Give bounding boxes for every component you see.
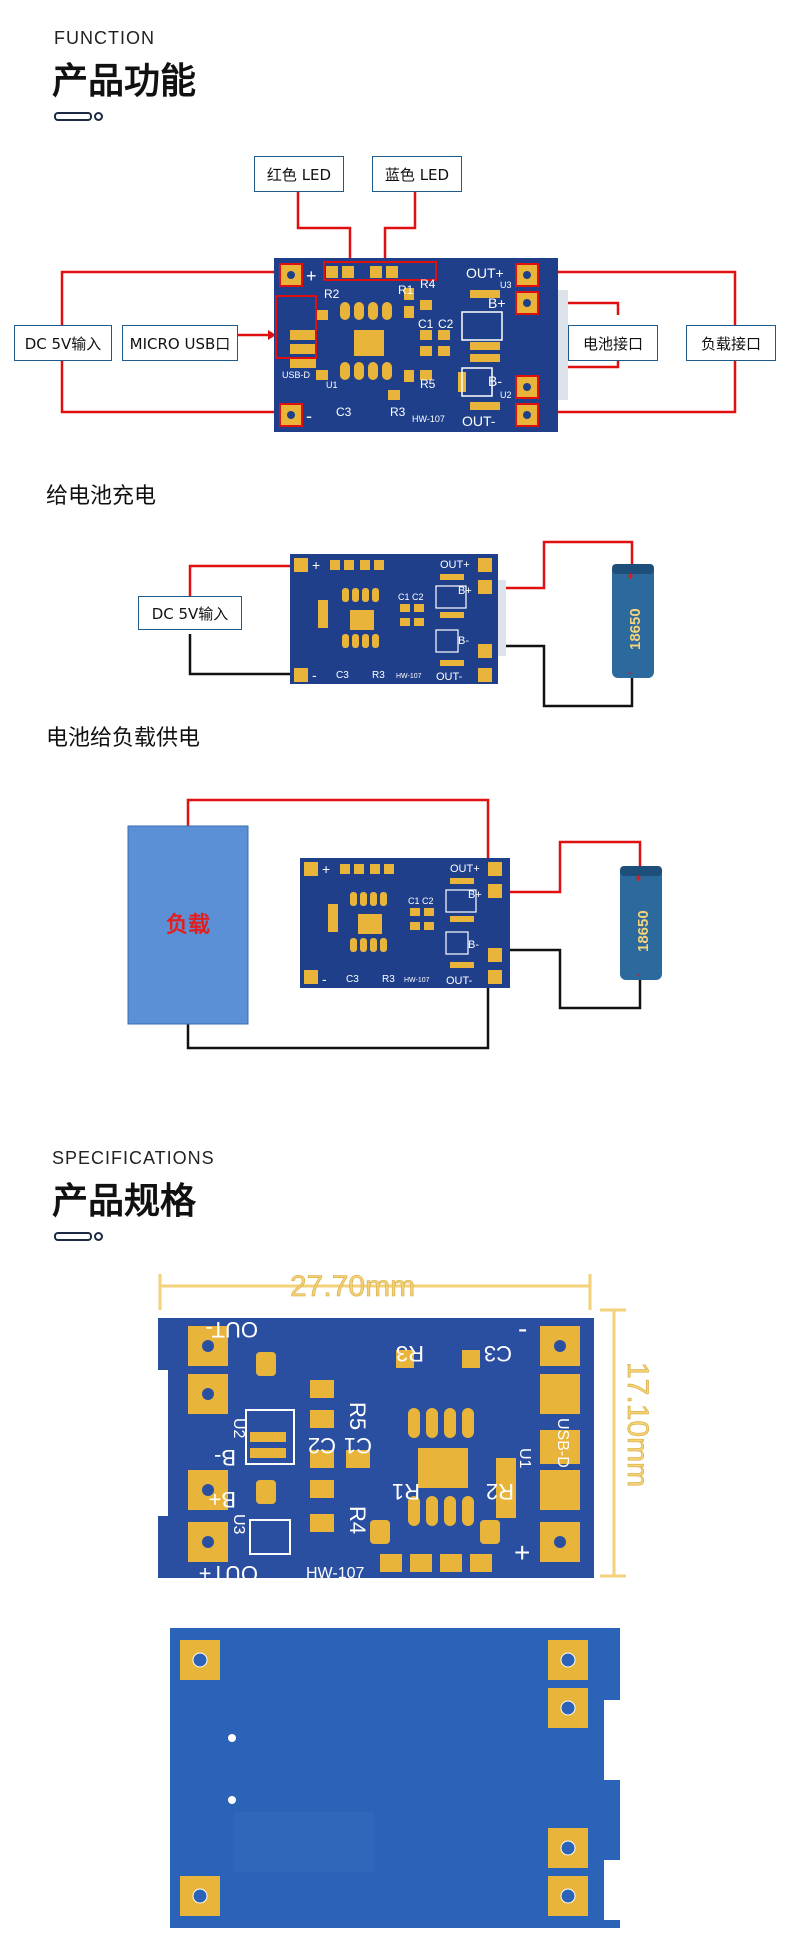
section-title-function: 产品功能 bbox=[52, 61, 197, 102]
section-mark bbox=[54, 112, 92, 121]
silk-r5: R5 bbox=[420, 377, 436, 391]
spec-board-bottom bbox=[170, 1628, 620, 1928]
svg-text:C1: C1 bbox=[344, 1433, 372, 1458]
silk-usb: USB-D bbox=[282, 370, 311, 380]
silk-b-minus: B- bbox=[488, 373, 502, 389]
silk-r1: R1 bbox=[398, 283, 414, 297]
svg-text:-: - bbox=[322, 971, 327, 987]
svg-text:OUT+: OUT+ bbox=[450, 863, 480, 875]
callout-dc-input: DC 5V输入 bbox=[14, 325, 112, 361]
svg-text:-: - bbox=[312, 667, 317, 683]
svg-text:-: - bbox=[518, 1313, 527, 1344]
callout-red-led: 红色 LED bbox=[254, 156, 344, 192]
svg-text:OUT-: OUT- bbox=[436, 671, 463, 683]
svg-text:B+: B+ bbox=[208, 1487, 236, 1512]
svg-text:-: - bbox=[636, 967, 640, 981]
callout-charge-dc-input: DC 5V输入 bbox=[138, 596, 242, 630]
section-mark-dot bbox=[94, 112, 103, 121]
charge-diagram: + - OUT+ OUT- B+ B- C3 R3 HW-107 C1 C2 1… bbox=[188, 540, 654, 708]
spec-board-top: 27.70mm 17.10mm OUT- OUT+ C3 R3 R5 bbox=[158, 1270, 654, 1586]
silk-b-plus: B+ bbox=[488, 295, 506, 311]
silk-out-minus: OUT- bbox=[462, 413, 496, 429]
svg-text:+: + bbox=[312, 557, 320, 573]
callout-load-port: 负载接口 bbox=[686, 325, 776, 361]
silk-c2: C2 bbox=[438, 317, 454, 331]
discharge-title: 电池给负载供电 bbox=[46, 726, 201, 751]
svg-text:B-: B- bbox=[214, 1445, 236, 1470]
svg-text:OUT-: OUT- bbox=[205, 1317, 258, 1342]
svg-text:R3: R3 bbox=[396, 1341, 424, 1366]
silk-c1: C1 bbox=[418, 317, 434, 331]
pcb-board-discharge: + - OUT+ OUT- B+ B- C3 R3 HW-107 C1 C2 bbox=[300, 858, 510, 988]
silk-u1: U1 bbox=[326, 380, 338, 390]
svg-text:OUT+: OUT+ bbox=[199, 1561, 258, 1586]
svg-text:HW-107: HW-107 bbox=[404, 977, 430, 984]
battery-discharge: 18650 + - bbox=[620, 866, 662, 981]
silk-out-plus: OUT+ bbox=[466, 265, 504, 281]
silk-r3: R3 bbox=[390, 405, 406, 419]
svg-text:C1 C2: C1 C2 bbox=[408, 896, 434, 906]
section-subtitle-function: FUNCTION bbox=[54, 28, 155, 48]
svg-text:B-: B- bbox=[458, 635, 469, 647]
section-title-specs: 产品规格 bbox=[52, 1181, 197, 1222]
svg-text:C3: C3 bbox=[336, 670, 349, 681]
silk-model: HW-107 bbox=[412, 414, 445, 424]
silk-r4: R4 bbox=[420, 277, 436, 291]
discharge-diagram: 负载 + - OUT+ OUT- B+ B- bbox=[127, 798, 662, 1050]
function-wires bbox=[60, 192, 737, 414]
svg-text:R3: R3 bbox=[372, 670, 385, 681]
load-box bbox=[127, 825, 249, 1025]
svg-text:U2: U2 bbox=[230, 1418, 247, 1439]
silk-plus: + bbox=[306, 266, 317, 286]
svg-text:B+: B+ bbox=[468, 889, 482, 901]
svg-text:C3: C3 bbox=[346, 974, 359, 985]
battery-label-charge: 18650 bbox=[627, 608, 644, 650]
svg-text:HW-107: HW-107 bbox=[306, 1565, 364, 1582]
svg-text:+: + bbox=[322, 861, 330, 877]
battery-label-discharge: 18650 bbox=[635, 910, 652, 952]
dimension-width: 27.70mm bbox=[290, 1270, 415, 1303]
section-mark-dot-specs bbox=[94, 1232, 103, 1241]
svg-text:OUT-: OUT- bbox=[446, 975, 473, 987]
svg-text:HW-107: HW-107 bbox=[396, 673, 422, 680]
svg-text:-: - bbox=[628, 665, 632, 679]
silk-u2: U2 bbox=[500, 390, 512, 400]
section-mark-specs bbox=[54, 1232, 92, 1241]
silk-u3: U3 bbox=[500, 280, 512, 290]
svg-text:U1: U1 bbox=[516, 1448, 533, 1469]
svg-text:R5: R5 bbox=[345, 1402, 370, 1430]
svg-text:U3: U3 bbox=[230, 1514, 247, 1535]
svg-text:R1: R1 bbox=[392, 1479, 420, 1504]
dimension-height: 17.10mm bbox=[621, 1362, 654, 1487]
callout-blue-led: 蓝色 LED bbox=[372, 156, 462, 192]
svg-text:+: + bbox=[627, 569, 634, 583]
charge-title: 给电池充电 bbox=[46, 484, 157, 509]
function-diagram: + - OUT+ OUT- B+ B- R2 R1 C3 R3 C1 C2 R4… bbox=[60, 192, 737, 432]
silk-c3: C3 bbox=[336, 405, 352, 419]
silk-r2: R2 bbox=[324, 287, 340, 301]
svg-text:C3: C3 bbox=[484, 1341, 512, 1366]
svg-text:OUT+: OUT+ bbox=[440, 559, 470, 571]
svg-text:C2: C2 bbox=[308, 1433, 336, 1458]
svg-text:C1 C2: C1 C2 bbox=[398, 592, 424, 602]
pcb-board-large: + - OUT+ OUT- B+ B- R2 R1 C3 R3 C1 C2 R4… bbox=[274, 258, 568, 432]
svg-text:R3: R3 bbox=[382, 974, 395, 985]
callout-battery-port: 电池接口 bbox=[568, 325, 658, 361]
svg-text:B+: B+ bbox=[458, 585, 472, 597]
load-label: 负载 bbox=[166, 912, 210, 937]
callout-micro-usb: MICRO USB口 bbox=[122, 325, 238, 361]
svg-text:R2: R2 bbox=[486, 1479, 514, 1504]
spec-silk: OUT- OUT+ C3 R3 R5 C2 C1 R4 U2 U3 U1 B- … bbox=[199, 1313, 571, 1586]
svg-text:+: + bbox=[635, 871, 642, 885]
svg-text:B-: B- bbox=[468, 939, 479, 951]
section-subtitle-specs: SPECIFICATIONS bbox=[52, 1148, 215, 1168]
silk-minus: - bbox=[306, 406, 312, 426]
svg-text:R4: R4 bbox=[345, 1506, 370, 1534]
pcb-board-charge: + - OUT+ OUT- B+ B- C3 R3 HW-107 C1 C2 bbox=[290, 554, 506, 684]
svg-text:+: + bbox=[514, 1537, 530, 1568]
battery-charge: 18650 + - bbox=[612, 564, 654, 679]
svg-text:USB-D: USB-D bbox=[554, 1418, 571, 1468]
dimension-lines bbox=[158, 1274, 626, 1578]
